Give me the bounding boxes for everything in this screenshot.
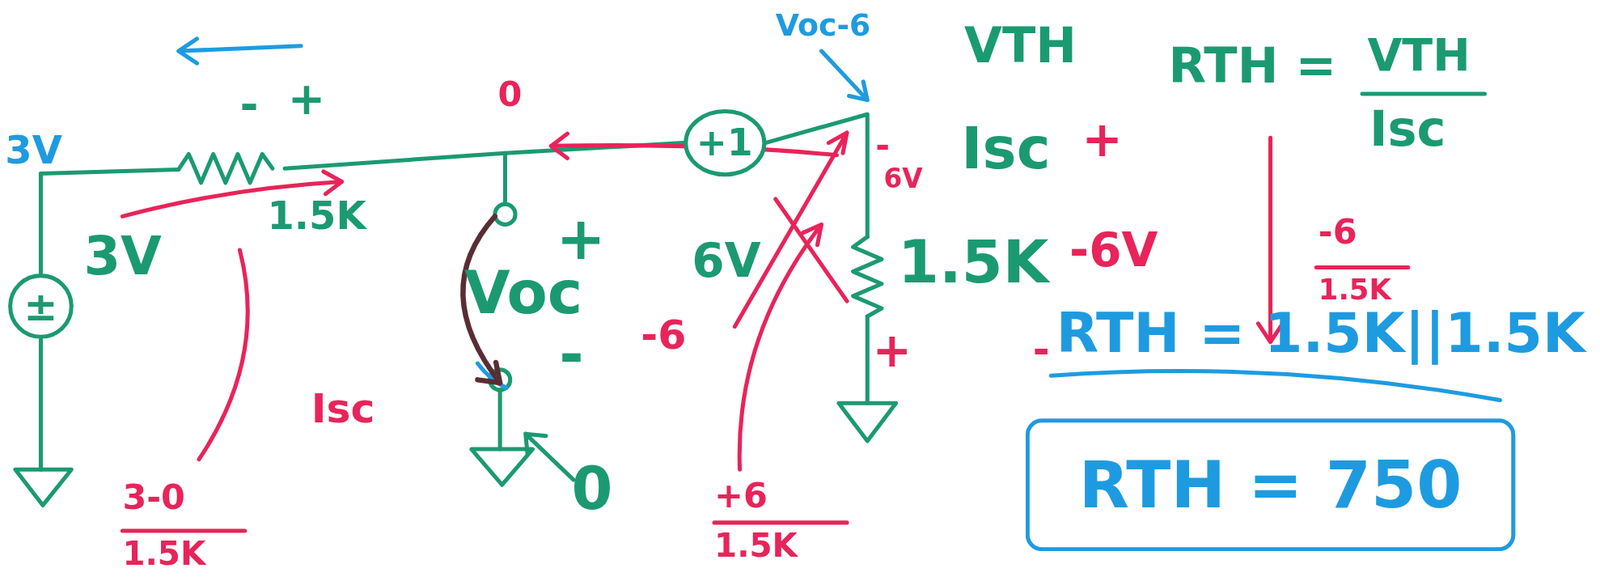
circle-outline [685, 111, 764, 175]
polarity-sign: - [875, 127, 890, 163]
fraction-bar [714, 520, 847, 525]
current-label: Isc [960, 120, 1050, 178]
polarity-sign: + [1081, 114, 1123, 164]
node-text: ± [23, 285, 58, 326]
strike-line [775, 198, 847, 301]
wire [503, 152, 508, 204]
equation-term: RTH = 1.5K||1.5K [1056, 305, 1586, 361]
resistor-value: 1.5K [897, 232, 1049, 293]
source-value: 3V [83, 229, 161, 284]
fraction-bar [1316, 265, 1409, 270]
node-voltage: -6 [640, 314, 686, 356]
voltage-label: VTH [964, 20, 1077, 70]
wire [38, 173, 43, 272]
leader-arrow [821, 50, 868, 101]
current-label: Isc [311, 387, 376, 428]
voltage-source: ± [7, 272, 75, 340]
wire [40, 169, 178, 174]
resistor-symbol [178, 153, 273, 183]
wire [765, 114, 868, 237]
node-text: +1 [696, 124, 754, 161]
circle-outline [10, 275, 72, 338]
voltage-label: -6V [1069, 226, 1158, 274]
direction-arrow [178, 38, 301, 64]
fraction-numerator: -6 [1318, 214, 1358, 250]
fraction-bar [122, 528, 245, 533]
wire [498, 389, 503, 449]
node-text: RTH = 750 [1079, 452, 1463, 518]
resistor-symbol [853, 237, 882, 317]
ground-symbol [838, 402, 897, 441]
wire [865, 316, 870, 403]
dependent-source: +1 [681, 108, 767, 178]
leader-line [198, 249, 248, 460]
pointer-arrow [525, 433, 574, 480]
fraction-numerator: VTH [1367, 32, 1470, 78]
node-voltage: Voc-6 [775, 10, 872, 42]
current-denominator: 1.5K [714, 528, 798, 561]
ground-symbol [471, 448, 534, 485]
voltage-label: 3V [4, 130, 62, 170]
current-numerator: +6 [714, 477, 768, 513]
ground-symbol [15, 469, 72, 505]
polarity-sign: + [872, 326, 913, 374]
sign-mark: - [1032, 328, 1050, 369]
node-voltage: 0 [498, 76, 523, 112]
current-denominator: 1.5K [122, 537, 206, 570]
wire [38, 339, 43, 470]
fraction-denominator: 1.5K [1318, 275, 1392, 305]
node-voltage: 0 [571, 459, 613, 519]
resistor-value: 1.5K [267, 195, 367, 235]
fraction-bar [1362, 92, 1485, 97]
terminal [495, 203, 516, 225]
answer-box: RTH = 750 [1025, 418, 1516, 551]
polarity-sign: - [239, 81, 259, 127]
polarity-sign: + [556, 209, 606, 269]
voltage-label: Voc [464, 262, 583, 322]
polarity-sign: + [287, 76, 326, 123]
underline [1050, 370, 1500, 400]
equation-term: RTH = [1168, 40, 1337, 90]
fraction-denominator: Isc [1369, 104, 1446, 154]
voltage-label: 6V [883, 165, 923, 192]
polarity-sign: - [558, 324, 584, 384]
current-numerator: 3-0 [122, 479, 186, 515]
source-value: 6V [691, 237, 761, 284]
